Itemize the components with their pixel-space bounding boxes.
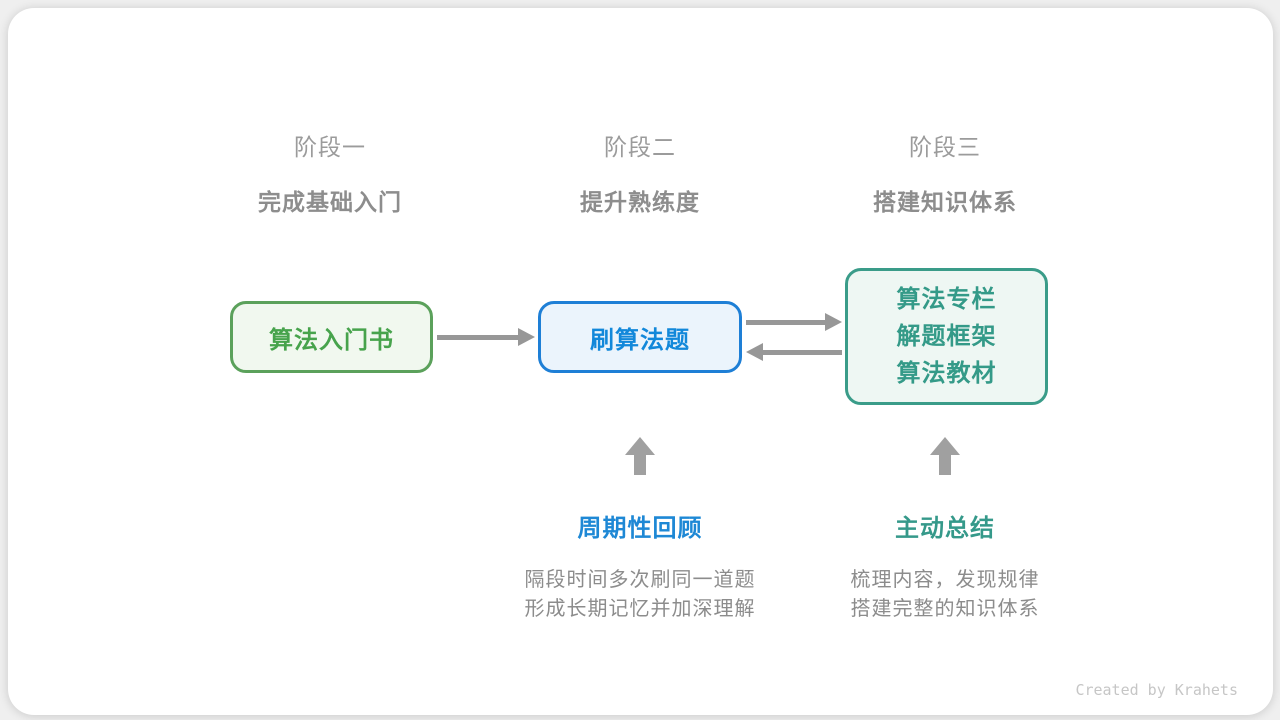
stage-header-1: 阶段一 完成基础入门 bbox=[170, 128, 490, 217]
node-resources-line-3: 算法教材 bbox=[896, 360, 997, 387]
arrow-right-icon bbox=[746, 313, 842, 331]
arrow-shaft bbox=[746, 319, 828, 325]
arrow-right-icon bbox=[437, 328, 535, 346]
annotation-active-summary: 主动总结 梳理内容，发现规律 搭建完整的知识体系 bbox=[775, 508, 1115, 624]
arrow-head-up-icon bbox=[625, 437, 655, 455]
arrow-head-right-icon bbox=[825, 313, 842, 331]
annotation-active-summary-title: 主动总结 bbox=[895, 515, 995, 542]
arrow-shaft bbox=[437, 334, 521, 340]
annotation-active-summary-desc: 梳理内容，发现规律 搭建完整的知识体系 bbox=[775, 566, 1115, 624]
node-practice-problems-label: 刷算法题 bbox=[590, 326, 690, 354]
arrow-up-icon bbox=[625, 437, 655, 475]
annotation-periodic-review: 周期性回顾 隔段时间多次刷同一道题 形成长期记忆并加深理解 bbox=[470, 508, 810, 624]
arrow-stem bbox=[634, 455, 646, 475]
node-resources-line-2: 解题框架 bbox=[896, 323, 997, 350]
stage-1-label: 阶段一 bbox=[294, 134, 366, 160]
arrow-stem bbox=[939, 455, 951, 475]
node-intro-book: 算法入门书 bbox=[230, 301, 433, 373]
stage-2-label: 阶段二 bbox=[604, 134, 676, 160]
node-resources-line-1: 算法专栏 bbox=[896, 286, 997, 313]
arrow-head-left-icon bbox=[746, 343, 763, 361]
stage-2-subtitle: 提升熟练度 bbox=[580, 189, 700, 215]
stage-3-label: 阶段三 bbox=[909, 134, 981, 160]
annotation-desc-line: 形成长期记忆并加深理解 bbox=[524, 598, 756, 620]
stage-header-2: 阶段二 提升熟练度 bbox=[480, 128, 800, 217]
stage-3-subtitle: 搭建知识体系 bbox=[873, 189, 1017, 215]
annotation-desc-line: 梳理内容，发现规律 bbox=[850, 569, 1040, 591]
arrow-head-right-icon bbox=[518, 328, 535, 346]
arrow-up-icon bbox=[930, 437, 960, 475]
footer-credit: Created by Krahets bbox=[1075, 681, 1238, 699]
node-knowledge-resources: 算法专栏 解题框架 算法教材 bbox=[845, 268, 1048, 405]
stage-header-3: 阶段三 搭建知识体系 bbox=[785, 128, 1105, 217]
annotation-periodic-review-desc: 隔段时间多次刷同一道题 形成长期记忆并加深理解 bbox=[470, 566, 810, 624]
arrow-left-icon bbox=[746, 343, 842, 361]
node-intro-book-label: 算法入门书 bbox=[269, 326, 394, 354]
arrow-shaft bbox=[760, 349, 842, 355]
annotation-desc-line: 隔段时间多次刷同一道题 bbox=[524, 569, 756, 591]
stage-1-subtitle: 完成基础入门 bbox=[258, 189, 402, 215]
annotation-desc-line: 搭建完整的知识体系 bbox=[850, 598, 1040, 620]
node-practice-problems: 刷算法题 bbox=[538, 301, 742, 373]
arrow-head-up-icon bbox=[930, 437, 960, 455]
annotation-periodic-review-title: 周期性回顾 bbox=[577, 515, 703, 542]
